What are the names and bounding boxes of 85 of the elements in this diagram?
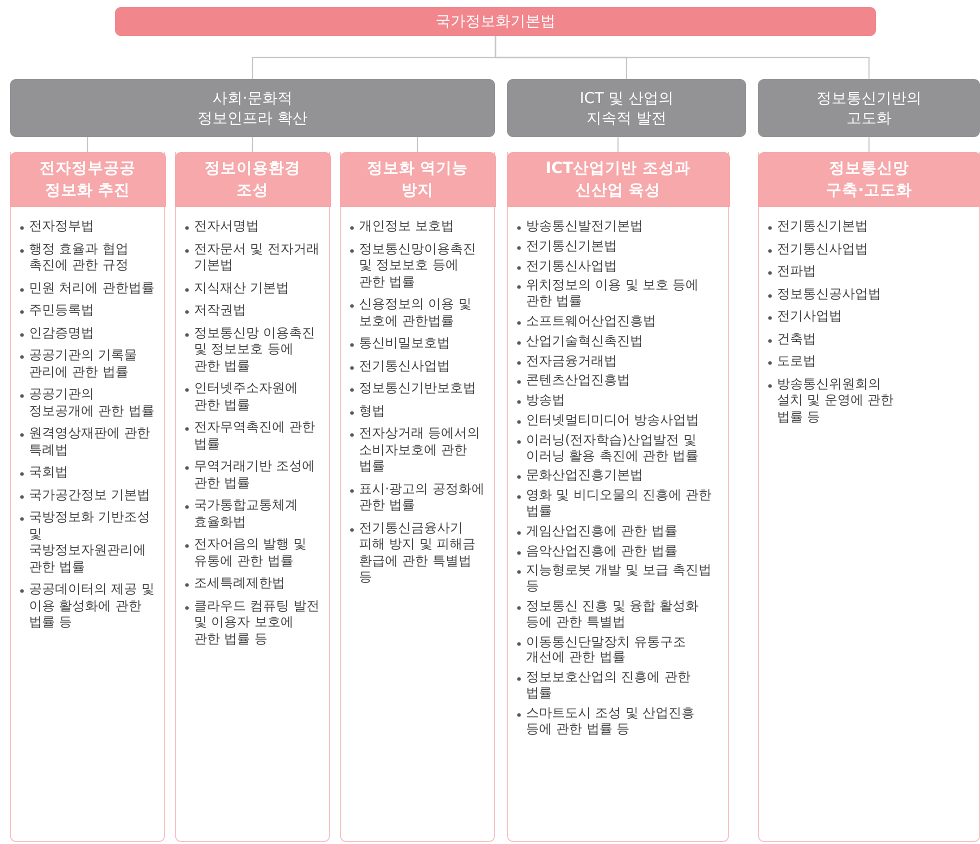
list-item: 인감증명법: [29, 326, 94, 340]
list-item: 주민등록법: [29, 303, 94, 318]
card-header: 전자정부공공 정보화 추진: [10, 152, 166, 207]
list-item: 전기통신사업법: [526, 258, 617, 274]
connector-line: [86, 137, 88, 152]
list-item: 국방정보화 기반조성 및 국방정보자원관리에 관한 법률: [29, 510, 150, 574]
list-item: 인터넷주소자원에 관한 법률: [194, 381, 298, 412]
list-item: 공공데이터의 제공 및 이용 활성화에 관한 법률 등: [29, 582, 154, 630]
category-card: [175, 152, 330, 842]
list-item: 표시·광고의 공정화에 관한 법률: [359, 482, 484, 513]
category-card: [758, 152, 980, 842]
list-item: 조세특례제한법: [194, 576, 285, 591]
list-item: 저작권법: [194, 303, 246, 318]
list-item: 정보통신공사업법: [777, 286, 881, 302]
category-card: [340, 152, 495, 842]
list-item: 전기통신기본법: [777, 219, 868, 234]
list-item: 원격영상재판에 관한 특례법: [29, 426, 150, 458]
category-box: [10, 79, 495, 137]
list-item: 산업기술혁신촉진법: [526, 334, 643, 349]
list-item: 지능형로봇 개발 및 보급 촉진법 등: [526, 563, 712, 594]
list-item: 신용정보의 이용 및 보호에 관한법률: [359, 297, 472, 328]
list-item: 소프트웨어산업진흥법: [526, 314, 656, 329]
list-item: 공공기관의 기록물 관리에 관한 법률: [29, 348, 138, 380]
list-item: 문화산업진흥기본법: [526, 468, 643, 484]
list-item: 지식재산 기본법: [194, 280, 290, 296]
list-item: 전자어음의 발행 및 유통에 관한 법률: [194, 537, 306, 568]
list-item: 콘텐츠산업진흥법: [526, 373, 630, 388]
list-item: 공공기관의 정보공개에 관한 법률: [29, 387, 154, 418]
list-item: 정보통신망이용촉진 및 정보보호 등에 관한 법률: [359, 242, 476, 290]
list-item: 전자문서 및 전자거래 기본법: [194, 242, 320, 273]
list-item: 전자정부법: [29, 219, 94, 234]
category-card: [10, 152, 165, 842]
list-item: 음악산업진흥에 관한 법률: [526, 544, 678, 559]
category-title: ICT 및 산업의 지속적 발전: [578, 88, 674, 128]
root-box: 국가정보화기본법: [115, 7, 876, 36]
list-item: 무역거래기반 조성에 관한 법률: [194, 459, 316, 490]
card-header: 정보화 역기능 방지: [340, 152, 496, 207]
list-item: 인터넷멀티미디어 방송사업법: [526, 412, 700, 428]
list-item: 전자무역촉진에 관한 법률: [194, 420, 316, 452]
list-item: 전자상거래 등에서의 소비자보호에 관한 법률: [359, 426, 480, 474]
list-item: 이러닝(전자학습)산업발전 및 이러닝 활용 촉진에 관한 법률: [526, 432, 699, 464]
list-item: 방송통신발전기본법: [526, 219, 643, 234]
list-item: 국가공간정보 기본법: [29, 488, 150, 502]
connector-line: [252, 137, 254, 152]
list-item: 방송통신위원회의 설치 및 운영에 관한 법률 등: [777, 376, 894, 424]
list-item: 스마트도시 조성 및 산업진흥 등에 관한 법률 등: [526, 706, 694, 737]
connector-line: [868, 137, 870, 152]
list-item: 전기통신사업법: [777, 242, 868, 256]
list-item: 건축법: [777, 332, 816, 346]
list-item: 전파법: [777, 264, 816, 279]
card-header: 정보이용환경 조성: [174, 152, 330, 207]
connector-line: [617, 137, 619, 152]
card-header: 정보통신망 구축·고도화: [758, 152, 980, 207]
list-item: 행정 효율과 협업 촉진에 관한 규정: [29, 242, 128, 273]
list-item: 이동통신단말장치 유통구조 개선에 관한 법률: [526, 634, 686, 666]
list-item: 영화 및 비디오물의 진흥에 관한 법률: [526, 488, 712, 519]
list-item: 전기통신금융사기 피해 방지 및 피해금 환급에 관한 특별법 등: [359, 520, 476, 585]
list-item: 전자금융거래법: [526, 354, 617, 369]
list-item: 정보통신망 이용촉진 및 정보보호 등에 관한 법률: [194, 326, 316, 374]
list-item: 개인정보 보호법: [359, 219, 454, 234]
category-box: [758, 79, 980, 137]
list-item: 전자서명법: [194, 219, 259, 234]
list-item: 민원 처리에 관한법률: [29, 280, 154, 296]
category-box: [507, 79, 746, 137]
list-item: 도로법: [777, 354, 816, 369]
list-item: 전기통신기본법: [526, 238, 617, 254]
list-item: 위치정보의 이용 및 보호 등에 관한 법률: [526, 278, 699, 310]
list-item: 형법: [359, 404, 385, 418]
connector-line: [416, 137, 418, 152]
card-header: ICT산업기반 조성과 신산업 육성: [506, 152, 730, 207]
category-card: [507, 152, 729, 842]
list-item: 전기사업법: [777, 309, 842, 324]
list-item: 정보통신 진흥 및 융합 활성화 등에 관한 특별법: [526, 598, 699, 630]
list-item: 전기통신사업법: [359, 358, 450, 374]
list-item: 정보보호산업의 진흥에 관한 법률: [526, 670, 690, 701]
connector-line: [494, 36, 870, 79]
category-title: 정보통신기반의 고도화: [816, 88, 922, 128]
list-item: 클라우드 컴퓨팅 발전 및 이용자 보호에 관한 법률 등: [194, 598, 320, 646]
list-item: 정보통신기반보호법: [359, 381, 476, 396]
list-item: 게임산업진흥에 관한 법률: [526, 524, 678, 539]
list-item: 방송법: [526, 393, 565, 408]
list-item: 통신비밀보호법: [359, 336, 450, 351]
category-title: 사회·문화적 정보인프라 확산: [196, 88, 308, 128]
list-item: 국가통합교통체계 효율화법: [194, 498, 298, 530]
list-item: 국회법: [29, 465, 68, 480]
